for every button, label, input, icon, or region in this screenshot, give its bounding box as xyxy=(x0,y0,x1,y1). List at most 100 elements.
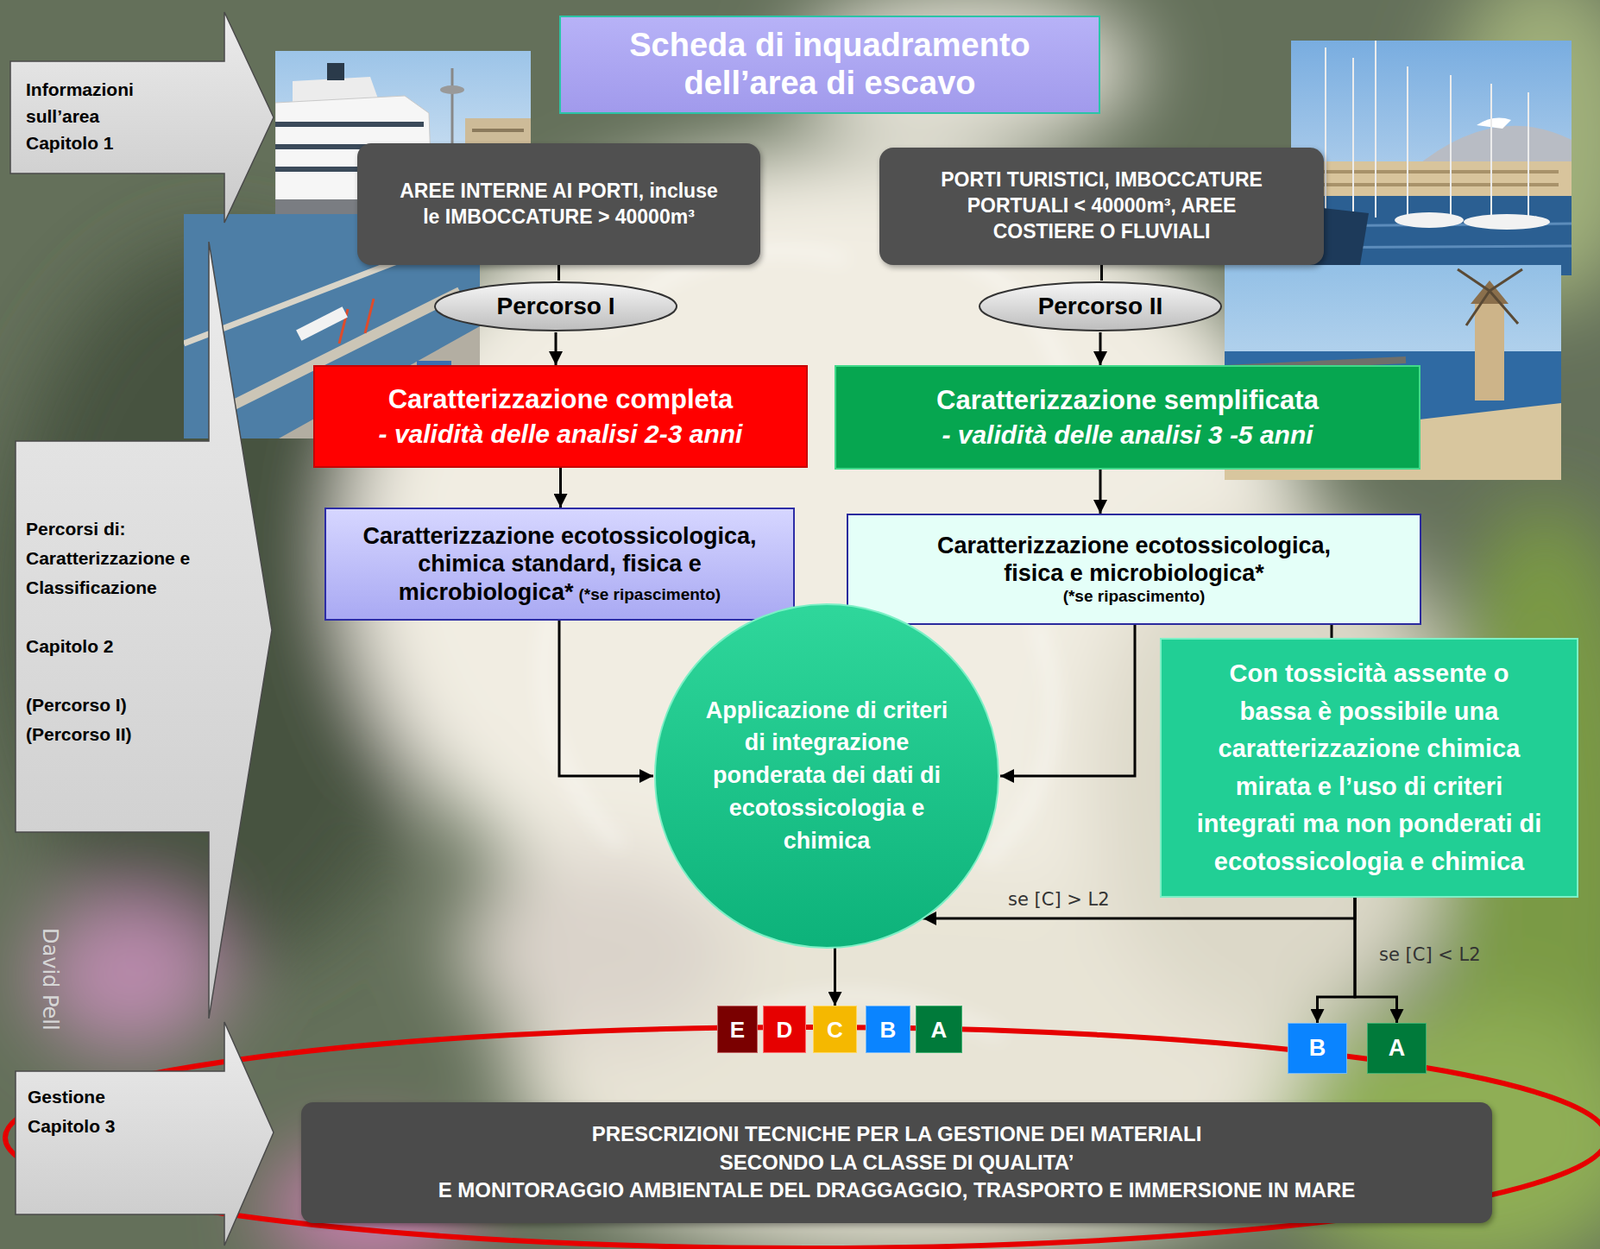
harbor-photo-part xyxy=(1291,161,1572,198)
text-group: Applicazione di criteri di integrazione … xyxy=(697,694,957,858)
node-text: E MONITORAGGIO AMBIENTALE DEL DRAGGAGGIO… xyxy=(438,1176,1356,1204)
connector xyxy=(1099,332,1103,366)
class-box: B xyxy=(865,1005,911,1053)
text-group: B xyxy=(1309,1036,1327,1060)
node-text: Capitolo 3 xyxy=(27,1111,116,1141)
text-group: D xyxy=(776,1018,794,1041)
ship-photo-part xyxy=(275,121,424,127)
text-group: Scheda di inquadramento dell’area di esc… xyxy=(597,26,1064,102)
node-text: PORTI TURISTICI, IMBOCCATURE PORTUALI < … xyxy=(938,167,1267,246)
port-aerial-photo-part xyxy=(365,298,374,334)
node-text: - validità delle analisi 3 -5 anni xyxy=(936,417,1319,452)
harbor-photo-part xyxy=(1449,75,1452,218)
text-group: Caratterizzazione semplificata- validità… xyxy=(936,383,1319,452)
management-box: PRESCRIZIONI TECNICHE PER LA GESTIONE DE… xyxy=(301,1102,1493,1223)
connector xyxy=(1000,624,1135,776)
arrow-outline xyxy=(10,12,274,223)
node-text: B xyxy=(1309,1036,1327,1060)
text-group: AREE INTERNE AI PORTI, incluse le IMBOCC… xyxy=(395,178,724,231)
watermark: David Pell xyxy=(37,927,63,1031)
node-text: Caratterizzazione completa xyxy=(378,382,744,417)
harbor-photo-part xyxy=(1299,170,1559,174)
harbor-photo-part xyxy=(1291,40,1572,276)
node-text: Con tossicità assente o bassa è possibil… xyxy=(1194,655,1544,881)
node-text: Percorsi di: Caratterizzazione e Classif… xyxy=(25,514,203,603)
chapter-arrow: Informazioni sull’areaCapitolo 1 xyxy=(10,10,276,225)
node-text: Gestione xyxy=(27,1082,116,1112)
text-group: B xyxy=(880,1018,897,1041)
harbor-photo-part xyxy=(1374,40,1377,218)
harbor-photo-part xyxy=(1394,212,1464,228)
edge-label: se [C] > L2 xyxy=(1007,888,1110,910)
harbor-photo xyxy=(1291,40,1572,276)
scope-box: PORTI TURISTICI, IMBOCCATURE PORTUALI < … xyxy=(879,147,1324,265)
text-group: Caratterizzazione ecotossicologica, chim… xyxy=(336,522,783,606)
path-ellipse: Percorso II xyxy=(977,280,1223,333)
chapter-arrow: Percorsi di: Caratterizzazione e Classif… xyxy=(15,239,274,1021)
circle-outline xyxy=(655,604,999,948)
harbor-photo-part xyxy=(1352,57,1355,218)
text-group: Percorso I xyxy=(497,293,616,321)
node-text: A xyxy=(1388,1036,1406,1060)
class-box: A xyxy=(1366,1022,1427,1074)
node-text: - validità delle analisi 2-3 anni xyxy=(378,416,744,451)
node-text: (*se ripascimento) xyxy=(578,585,721,604)
node-text: Percorso II xyxy=(1038,293,1164,321)
harbor-photo-part xyxy=(1324,47,1327,218)
harbor-photo-part xyxy=(1490,83,1493,218)
node-text: A xyxy=(931,1018,948,1041)
harbor-photo-part xyxy=(1406,66,1409,218)
petal-outline-part xyxy=(543,604,622,846)
text-group: PORTI TURISTICI, IMBOCCATURE PORTUALI < … xyxy=(938,167,1267,246)
node-text: Capitolo 1 xyxy=(25,129,203,157)
class-box: B xyxy=(1287,1022,1348,1074)
integration-circle: Applicazione di criteri di integrazione … xyxy=(653,602,1001,950)
connector xyxy=(1100,264,1103,281)
connector xyxy=(554,332,558,366)
edge-label: se [C] < L2 xyxy=(1379,944,1481,965)
harbor-photo-part xyxy=(1527,92,1530,218)
node-text: PRESCRIZIONI TECNICHE PER LA GESTIONE DE… xyxy=(438,1120,1356,1148)
connector xyxy=(1330,624,1334,638)
text-group: A xyxy=(1388,1036,1406,1060)
ship-photo-part xyxy=(327,62,345,81)
node-text: Capitolo 2 xyxy=(25,631,203,662)
ellipse-outline xyxy=(979,282,1222,331)
harbor-photo-part xyxy=(1463,214,1550,230)
ellipse-outline xyxy=(434,282,677,331)
node-text: B xyxy=(880,1018,897,1041)
harbor-photo-part xyxy=(1299,182,1559,187)
node-text: E xyxy=(730,1018,745,1041)
class-box: E xyxy=(717,1005,758,1053)
node-text: D xyxy=(776,1018,794,1041)
beach-photo-part xyxy=(1457,269,1523,326)
node-text: Applicazione di criteri di integrazione … xyxy=(697,694,957,858)
arrow-outline xyxy=(15,241,272,1019)
node-text: Percorso I xyxy=(497,293,616,321)
connector xyxy=(557,264,561,281)
path-ellipse: Percorso I xyxy=(433,280,679,333)
text-group: E xyxy=(730,1018,745,1041)
note-box: Con tossicità assente o bassa è possibil… xyxy=(1159,637,1579,898)
class-box: C xyxy=(812,1005,857,1053)
node-text: (*se ripascimento) xyxy=(909,586,1359,607)
port-aerial-photo-part xyxy=(296,306,348,341)
analysis-box: Caratterizzazione ecotossicologica, chim… xyxy=(324,507,795,621)
flower-blur-part xyxy=(34,897,225,1053)
text-group: PRESCRIZIONI TECNICHE PER LA GESTIONE DE… xyxy=(438,1120,1356,1204)
arrow-outline xyxy=(15,1021,274,1246)
arrow-shape xyxy=(15,239,274,1021)
chapter-arrow: GestioneCapitolo 3 xyxy=(15,1020,276,1248)
class-box: D xyxy=(762,1005,807,1053)
ship-photo-part xyxy=(440,85,465,95)
text-group: Con tossicità assente o bassa è possibil… xyxy=(1194,655,1544,881)
node-text: AREE INTERNE AI PORTI, incluse le IMBOCC… xyxy=(395,178,724,231)
title-box: Scheda di inquadramento dell’area di esc… xyxy=(559,15,1101,114)
scope-box: AREE INTERNE AI PORTI, incluse le IMBOCC… xyxy=(357,143,761,265)
class-box: A xyxy=(915,1005,963,1053)
beach-photo-part xyxy=(1474,303,1505,401)
analysis-box: Caratterizzazione ecotossicologica, fisi… xyxy=(846,513,1422,625)
connector xyxy=(922,897,1355,919)
text-group: A xyxy=(931,1018,948,1041)
